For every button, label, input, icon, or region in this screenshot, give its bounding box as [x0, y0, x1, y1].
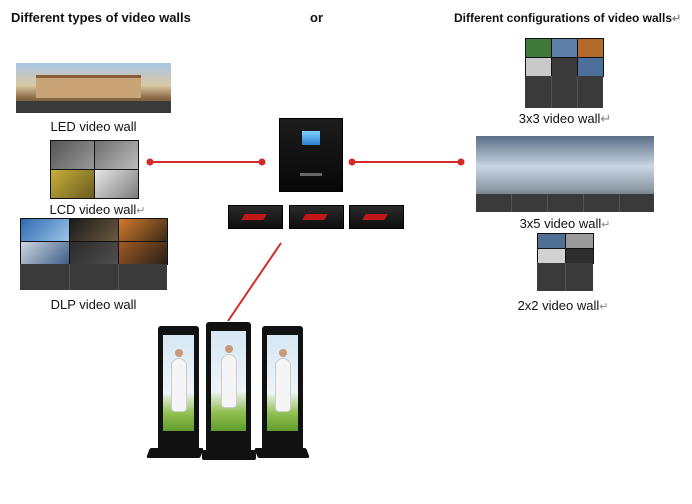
right-title: Different configurations of video walls↵ — [454, 11, 681, 25]
return-mark: ↵ — [672, 13, 682, 25]
wall-3x3-label: 3x3 video wall↵ — [505, 111, 625, 127]
left-title: Different types of video walls — [11, 10, 191, 25]
return-mark: ↵ — [599, 301, 609, 313]
right-title-text: Different configurations of video walls — [454, 11, 673, 25]
lcd-wall-image — [50, 140, 139, 199]
wall-2x2-image — [537, 233, 594, 291]
return-mark: ↵ — [136, 205, 146, 217]
connector-left-dot-b — [258, 158, 266, 166]
kiosk-base — [254, 448, 310, 458]
wall-3x5-image — [476, 136, 654, 212]
castle-shape — [36, 75, 141, 98]
led-wall-image — [16, 63, 171, 113]
rack-unit-icon — [349, 205, 404, 229]
connector-right-dot-b — [457, 158, 465, 166]
dlp-wall-label: DLP video wall — [50, 297, 137, 312]
or-label: or — [310, 10, 323, 25]
connector-down — [227, 242, 282, 322]
wall-2x2-label-text: 2x2 video wall — [517, 298, 600, 313]
kiosk-base — [202, 450, 256, 460]
kiosk-base — [146, 448, 204, 458]
wall-3x3-image — [525, 38, 604, 108]
dlp-wall-image — [20, 218, 168, 290]
wall-3x3-label-text: 3x3 video wall — [518, 111, 601, 126]
video-processor-icon — [279, 118, 343, 192]
wall-3x5-label-text: 3x5 video wall — [519, 216, 602, 231]
rack-unit-icon — [228, 205, 283, 229]
kiosk-display-icon — [158, 326, 199, 454]
connector-right-dot-a — [348, 158, 356, 166]
connector-left-dot-a — [146, 158, 154, 166]
lcd-wall-label-text: LCD video wall — [49, 202, 137, 217]
dlp-wall-base — [20, 264, 167, 290]
kiosk-display-icon — [206, 322, 251, 454]
return-mark: ↵ — [600, 111, 612, 126]
led-wall-label: LED video wall — [50, 119, 137, 134]
lcd-wall-label: LCD video wall↵ — [40, 202, 155, 217]
led-wall-base — [16, 101, 171, 113]
return-mark: ↵ — [601, 219, 611, 231]
kiosk-display-icon — [262, 326, 303, 454]
rack-unit-icon — [289, 205, 344, 229]
wall-2x2-label: 2x2 video wall↵ — [503, 298, 623, 313]
wall-3x5-label: 3x5 video wall↵ — [495, 216, 635, 231]
